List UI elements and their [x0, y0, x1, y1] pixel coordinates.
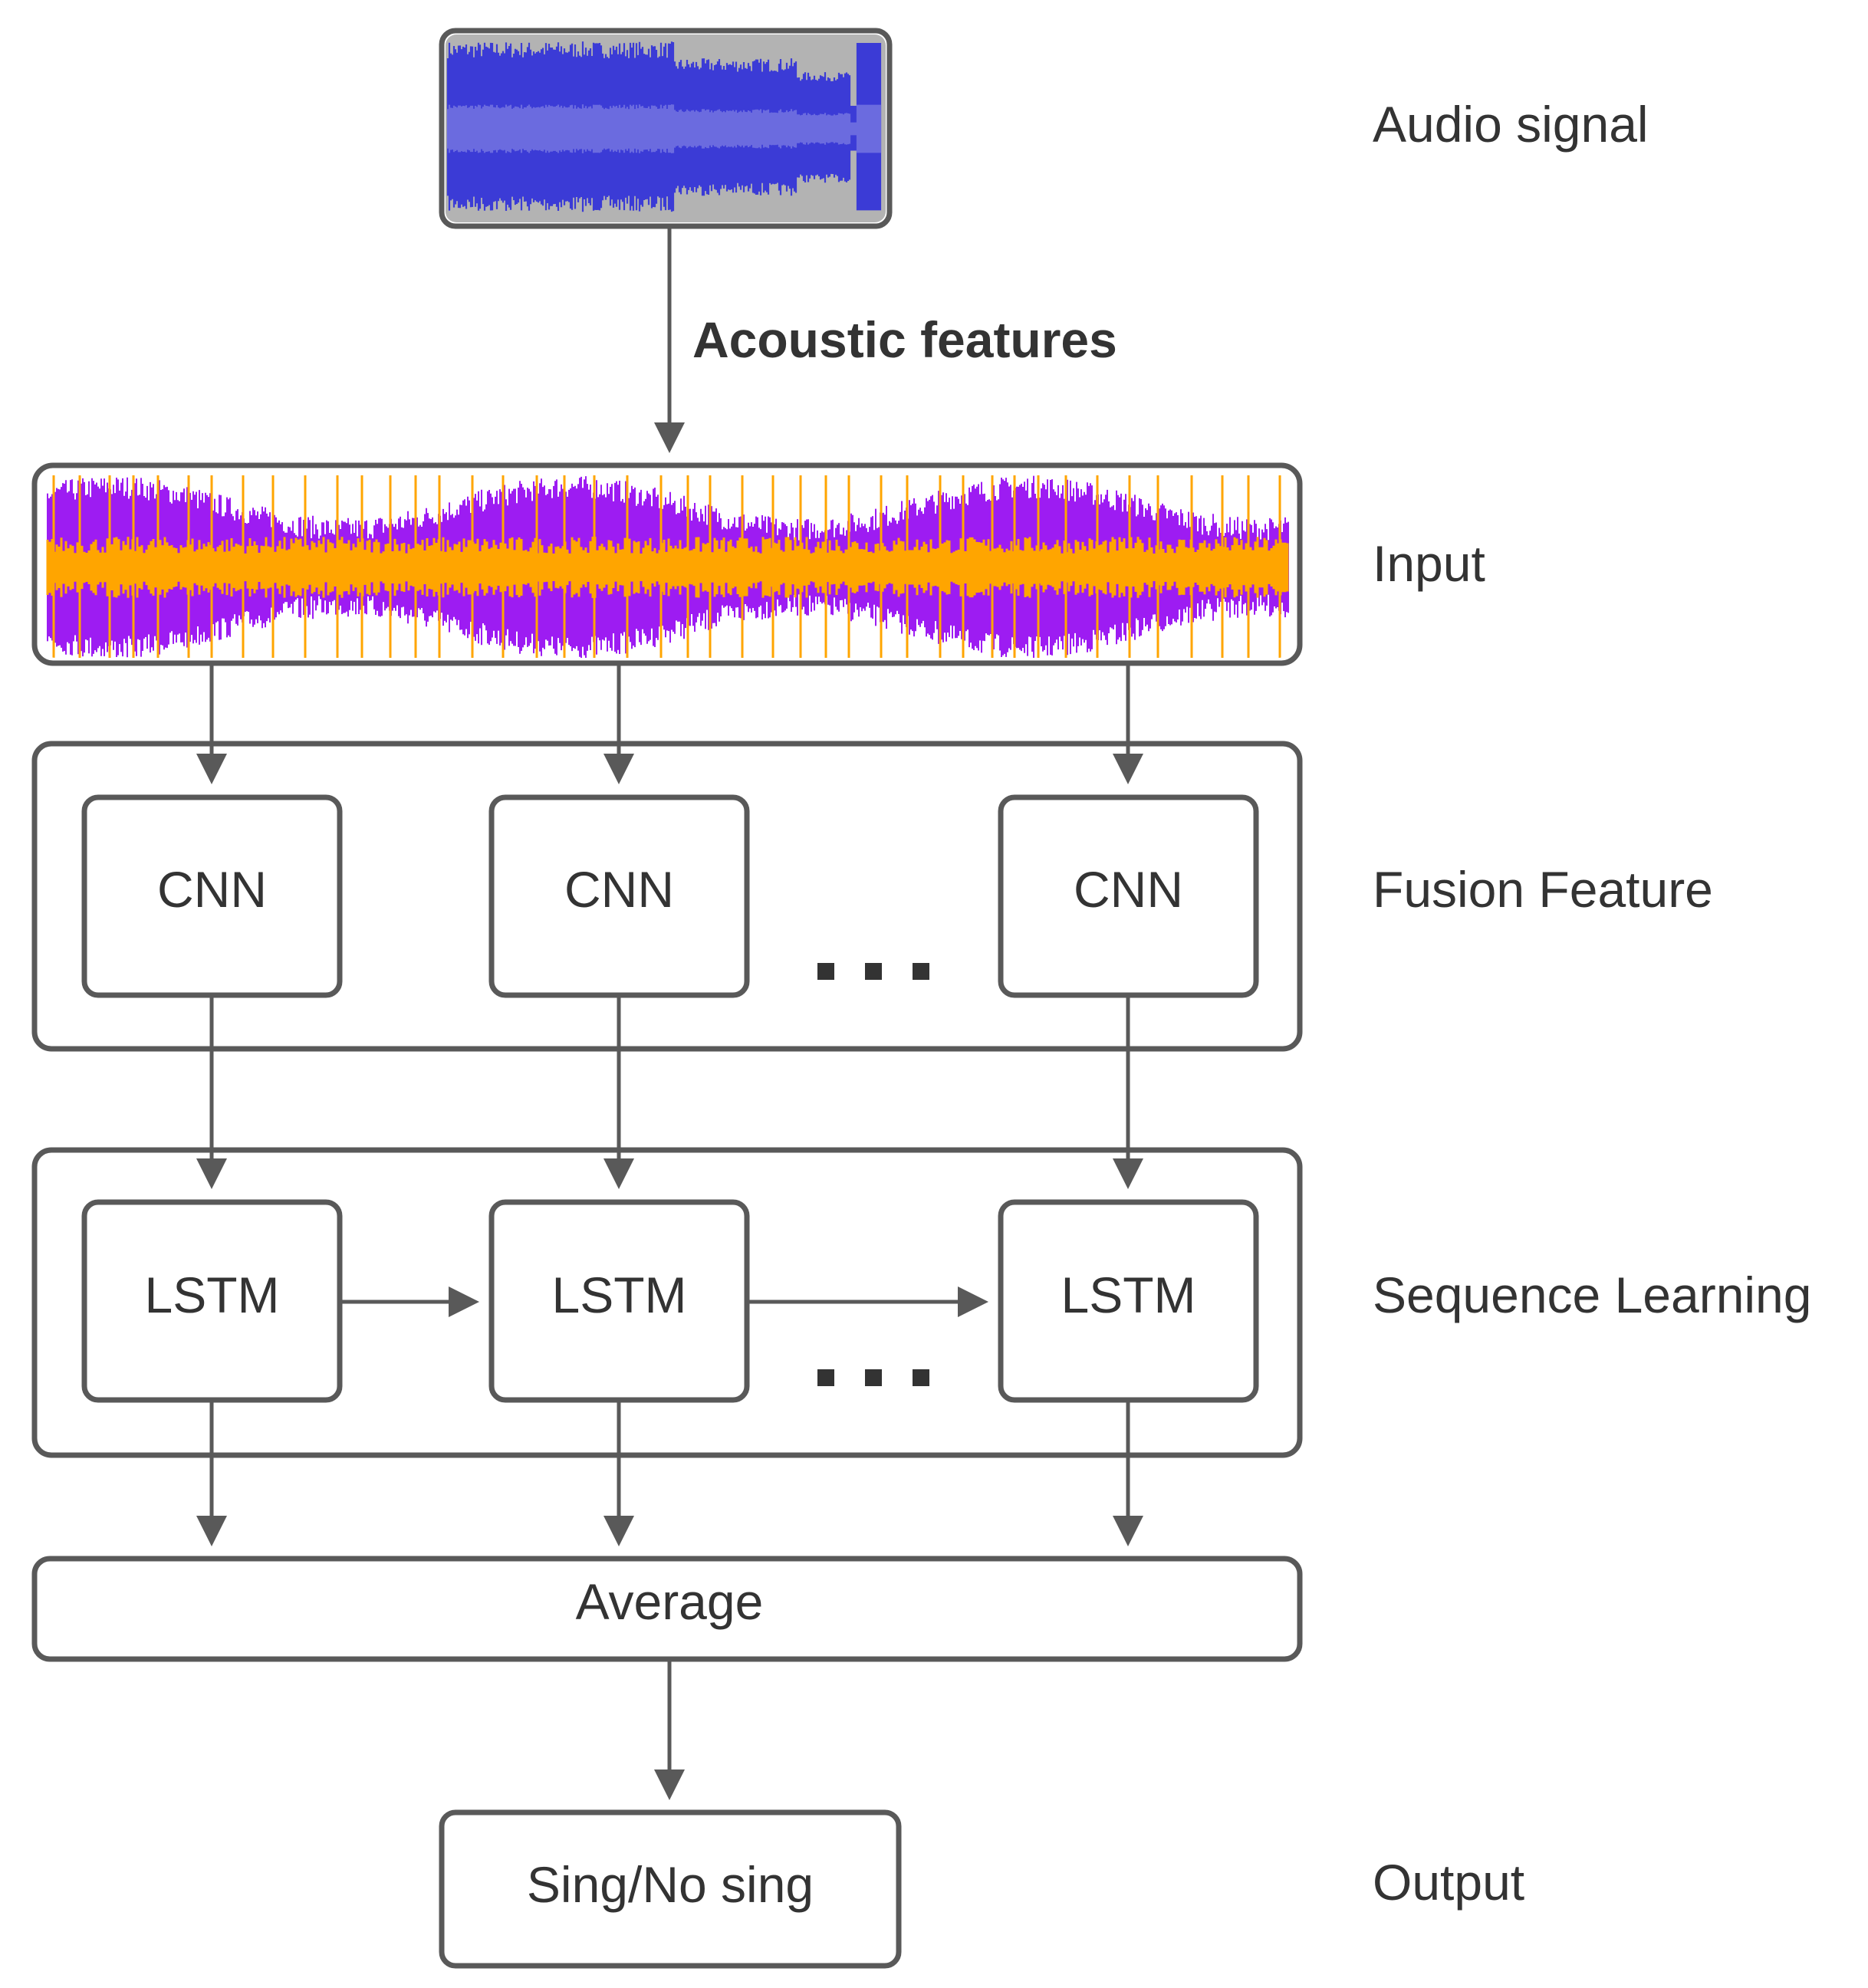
input-wave-orange [46, 475, 1289, 658]
input-node [31, 462, 1303, 666]
lstm-node-3: LSTM [998, 1199, 1259, 1403]
cnn-node-1-label: CNN [157, 861, 267, 918]
average-node-label: Average [576, 1573, 764, 1630]
lstm-node-1-label: LSTM [144, 1267, 279, 1323]
cnn-node-2: CNN [488, 794, 750, 998]
fusion-ellipsis [817, 963, 929, 980]
sequence-ellipsis [817, 1369, 929, 1386]
cnn-node-1: CNN [81, 794, 343, 998]
input-features-image [46, 475, 1289, 658]
lstm-node-2: LSTM [488, 1199, 750, 1403]
lstm-node-2-label: LSTM [551, 1267, 686, 1323]
cnn-node-2-label: CNN [564, 861, 674, 918]
row-label-output: Output [1373, 1854, 1524, 1911]
lstm-node-1: LSTM [81, 1199, 343, 1403]
audio-wave-inner [446, 104, 882, 153]
audio-waveform-image [446, 41, 882, 212]
audio-signal-node [439, 28, 893, 229]
edge-label-acoustic-features: Acoustic features [692, 311, 1117, 368]
output-node: Sing/No sing [439, 1809, 902, 1969]
output-node-label: Sing/No sing [527, 1856, 814, 1913]
cnn-node-3: CNN [998, 794, 1259, 998]
row-label-input: Input [1373, 535, 1485, 592]
cnn-node-3-label: CNN [1074, 861, 1183, 918]
row-label-sequence-learning: Sequence Learning [1373, 1267, 1811, 1323]
row-label-audio-signal: Audio signal [1373, 96, 1649, 153]
row-label-fusion-feature: Fusion Feature [1373, 861, 1713, 918]
lstm-node-3-label: LSTM [1061, 1267, 1195, 1323]
average-node: Average [31, 1556, 1303, 1662]
